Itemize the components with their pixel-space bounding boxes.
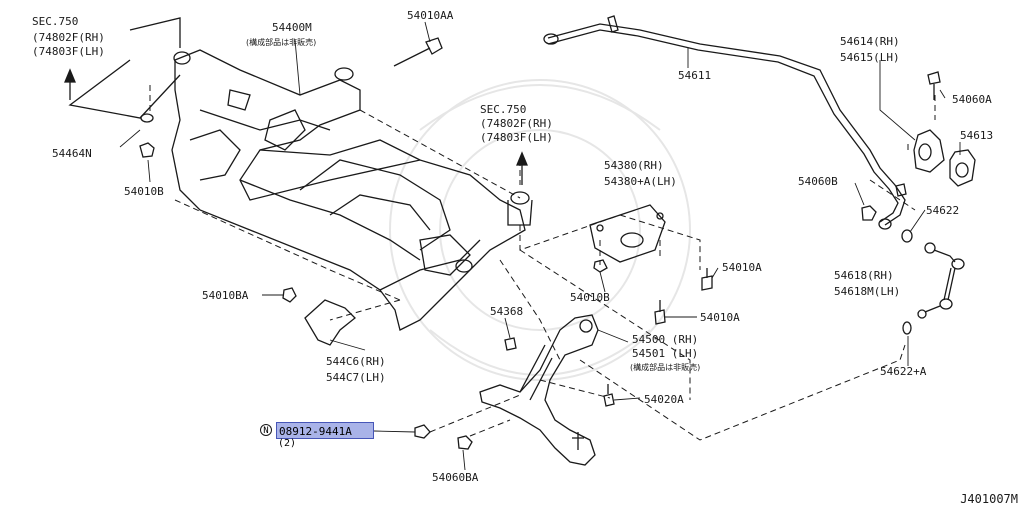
- label-54501[interactable]: 54501 (LH): [632, 347, 699, 360]
- label-54500[interactable]: 54500 (RH): [632, 333, 699, 346]
- stabilizer-clamp: [913, 129, 945, 173]
- sec-left-lh: (74803F(LH): [32, 45, 105, 58]
- leader-lines: [119, 21, 961, 471]
- label-544c6[interactable]: 544C6(RH): [326, 355, 386, 368]
- label-54010ba[interactable]: 54010BA: [202, 289, 249, 302]
- sec-mid-rh: (74802F(RH): [480, 117, 553, 130]
- sec-left-leader: [64, 17, 181, 119]
- plate-544c6: [304, 299, 356, 346]
- diagram-reference: J401007M: [960, 492, 1018, 506]
- label-54464n[interactable]: 54464N: [52, 147, 92, 160]
- sec-left-rh: (74802F(RH): [32, 31, 105, 44]
- label-54622[interactable]: 54622: [926, 204, 960, 217]
- label-54010b-left[interactable]: 54010B: [124, 185, 164, 198]
- sec-mid-arrow: [516, 151, 528, 185]
- bolt-54368: [504, 337, 517, 351]
- sec-mid-label[interactable]: SEC.750: [480, 103, 527, 116]
- label-54400m[interactable]: 54400M: [272, 21, 312, 34]
- bolt-54010a-2: [654, 300, 666, 325]
- bolt-54010aa: [393, 37, 443, 67]
- label-54618-rh[interactable]: 54618(RH): [834, 269, 894, 282]
- label-54618m-lh[interactable]: 54618M(LH): [834, 285, 901, 298]
- member-note: (構成部品は非販売): [246, 38, 317, 47]
- highlighted-part-number[interactable]: 08912-9441A: [276, 422, 374, 439]
- sec-mid-lh: (74803F(LH): [480, 131, 553, 144]
- arm-note: (構成部品は非販売): [630, 363, 701, 372]
- n-marker: N: [260, 424, 272, 436]
- nut-54060ba: [457, 435, 473, 450]
- label-54060b[interactable]: 54060B: [798, 175, 838, 188]
- nut-08912: [414, 424, 431, 439]
- label-54060a[interactable]: 54060A: [952, 93, 992, 106]
- label-54010a-2[interactable]: 54010A: [700, 311, 740, 324]
- label-54622a[interactable]: 54622+A: [880, 365, 927, 378]
- upper-bracket-54380: [589, 204, 666, 263]
- bolt-54010a-1: [701, 268, 713, 291]
- label-54613[interactable]: 54613: [960, 129, 994, 142]
- washer-54622: [901, 229, 913, 243]
- bolt-54060a: [927, 71, 941, 100]
- quantity: (2): [278, 438, 297, 449]
- stabilizer-bar: [543, 15, 907, 230]
- label-54615[interactable]: 54615(LH): [840, 51, 900, 64]
- nut-54010b-mid: [593, 259, 608, 273]
- nut-54010b-left: [139, 142, 155, 158]
- washer-54622a: [902, 321, 912, 335]
- label-54010aa[interactable]: 54010AA: [407, 9, 454, 22]
- label-54611[interactable]: 54611: [678, 69, 712, 82]
- stabilizer-bushing: [949, 149, 976, 187]
- nut-54010ba: [282, 287, 297, 303]
- lower-control-arm: [479, 314, 599, 466]
- bolt-54020a: [603, 384, 615, 407]
- part-number-text: 08912-9441A: [279, 425, 352, 438]
- sec-left-label[interactable]: SEC.750: [32, 15, 79, 28]
- label-54020a[interactable]: 54020A: [644, 393, 684, 406]
- label-54368[interactable]: 54368: [490, 305, 524, 318]
- stabilizer-link: [917, 242, 965, 319]
- label-54010a-1[interactable]: 54010A: [722, 261, 762, 274]
- label-54010b-mid[interactable]: 54010B: [570, 291, 610, 304]
- assembly-dashed-lines: [149, 85, 936, 441]
- label-54614[interactable]: 54614(RH): [840, 35, 900, 48]
- front-crossmember: [171, 49, 533, 331]
- nut-54060b: [861, 205, 877, 221]
- label-54380-lh[interactable]: 54380+A(LH): [604, 175, 677, 188]
- washer-54464n: [140, 113, 154, 123]
- label-544c7[interactable]: 544C7(LH): [326, 371, 386, 384]
- label-54060ba[interactable]: 54060BA: [432, 471, 479, 484]
- label-54380-rh[interactable]: 54380(RH): [604, 159, 664, 172]
